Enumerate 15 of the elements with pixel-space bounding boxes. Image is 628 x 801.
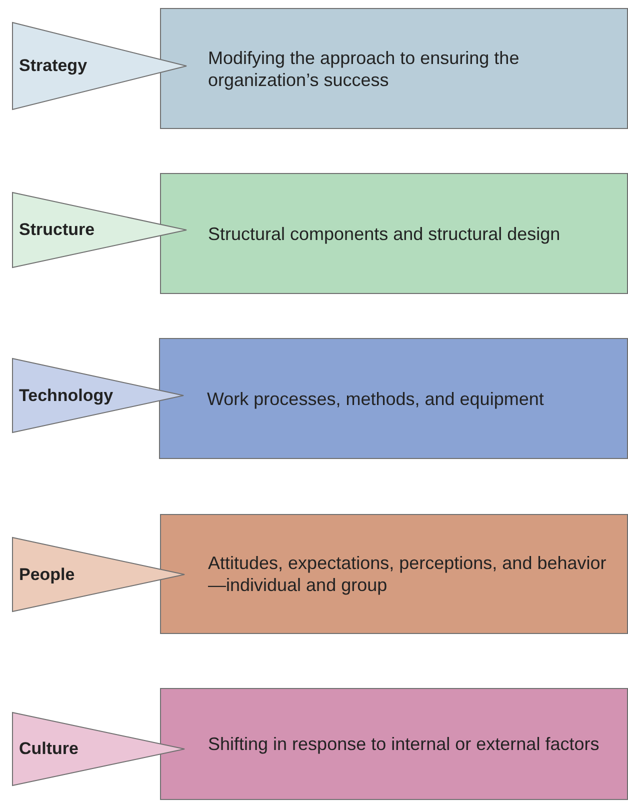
description-panel (160, 8, 628, 129)
category-label: Structure (19, 220, 95, 240)
category-label: Technology (19, 386, 114, 406)
description-text: Shifting in response to internal or external factors (208, 733, 600, 755)
description-text: Modifying the approach to ensuring the organization’s success (208, 46, 520, 90)
category-label: Strategy (19, 56, 88, 76)
description-panel (160, 688, 628, 800)
category-label: Culture (19, 739, 78, 759)
description-panel (160, 514, 628, 634)
description-text: Attitudes, expectations, perceptions, and behavior—individual and group (208, 552, 608, 596)
category-label: People (19, 564, 75, 584)
description-text: Structural components and structural design (208, 222, 562, 244)
description-text: Work processes, methods, and equipment (207, 388, 545, 410)
description-panel (159, 338, 628, 459)
description-panel (160, 173, 628, 294)
